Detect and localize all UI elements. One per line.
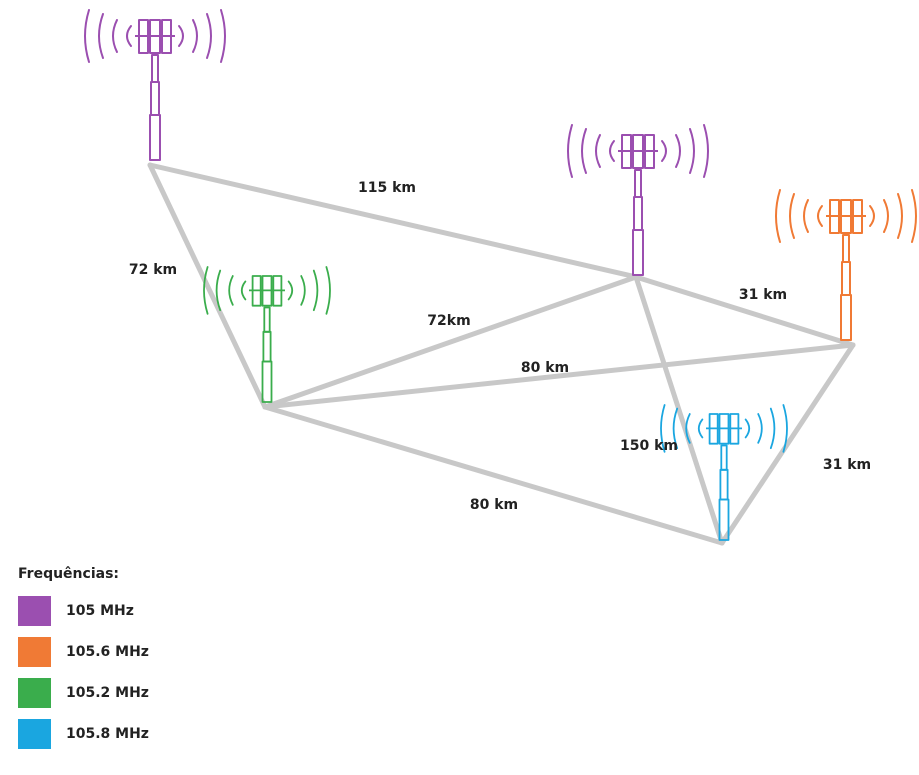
towers-layer bbox=[84, 9, 917, 541]
distance-label: 115 km bbox=[358, 180, 416, 196]
legend-item-105: 105 MHz bbox=[18, 596, 149, 626]
legend-item-105-2: 105.2 MHz bbox=[18, 678, 149, 708]
legend-swatch bbox=[18, 637, 51, 667]
link-t1-t2 bbox=[147, 162, 639, 280]
links-layer bbox=[147, 162, 856, 546]
distance-label: 150 km bbox=[620, 438, 678, 454]
legend-label: 105.2 MHz bbox=[66, 685, 149, 701]
distance-label: 72km bbox=[427, 313, 470, 329]
radio-tower-icon bbox=[567, 124, 709, 276]
distance-label: 80 km bbox=[470, 497, 518, 513]
distance-label: 80 km bbox=[521, 360, 569, 376]
legend-label: 105.8 MHz bbox=[66, 726, 149, 742]
legend-swatch bbox=[18, 719, 51, 749]
distance-label: 31 km bbox=[739, 287, 787, 303]
link-t4-t2 bbox=[262, 274, 639, 410]
link-t4-t5 bbox=[262, 404, 725, 546]
legend-item-105-6: 105.6 MHz bbox=[18, 637, 149, 667]
labels-layer: 115 km 72 km 72km 31 km 80 km 150 km 31 km 80 k… bbox=[129, 180, 871, 513]
distance-label: 31 km bbox=[823, 457, 871, 473]
legend-item-105-8: 105.8 MHz bbox=[18, 719, 149, 749]
radio-tower-icon bbox=[660, 404, 788, 541]
link-t2-t5 bbox=[633, 274, 725, 546]
link-t3-t5 bbox=[719, 342, 856, 546]
legend: Frequências: 105 MHz 105.6 MHz 105.2 MHz… bbox=[18, 566, 149, 749]
legend-label: 105 MHz bbox=[66, 603, 134, 619]
legend-swatch bbox=[18, 596, 51, 626]
radio-tower-icon bbox=[775, 189, 917, 341]
link-t1-t4 bbox=[147, 162, 268, 410]
radio-tower-icon bbox=[84, 9, 226, 161]
link-t2-t3 bbox=[633, 274, 856, 348]
legend-label: 105.6 MHz bbox=[66, 644, 149, 660]
legend-title: Frequências: bbox=[18, 566, 119, 582]
legend-swatch bbox=[18, 678, 51, 708]
distance-label: 72 km bbox=[129, 262, 177, 278]
radio-tower-icon bbox=[203, 266, 331, 403]
link-t4-t3 bbox=[262, 342, 856, 410]
